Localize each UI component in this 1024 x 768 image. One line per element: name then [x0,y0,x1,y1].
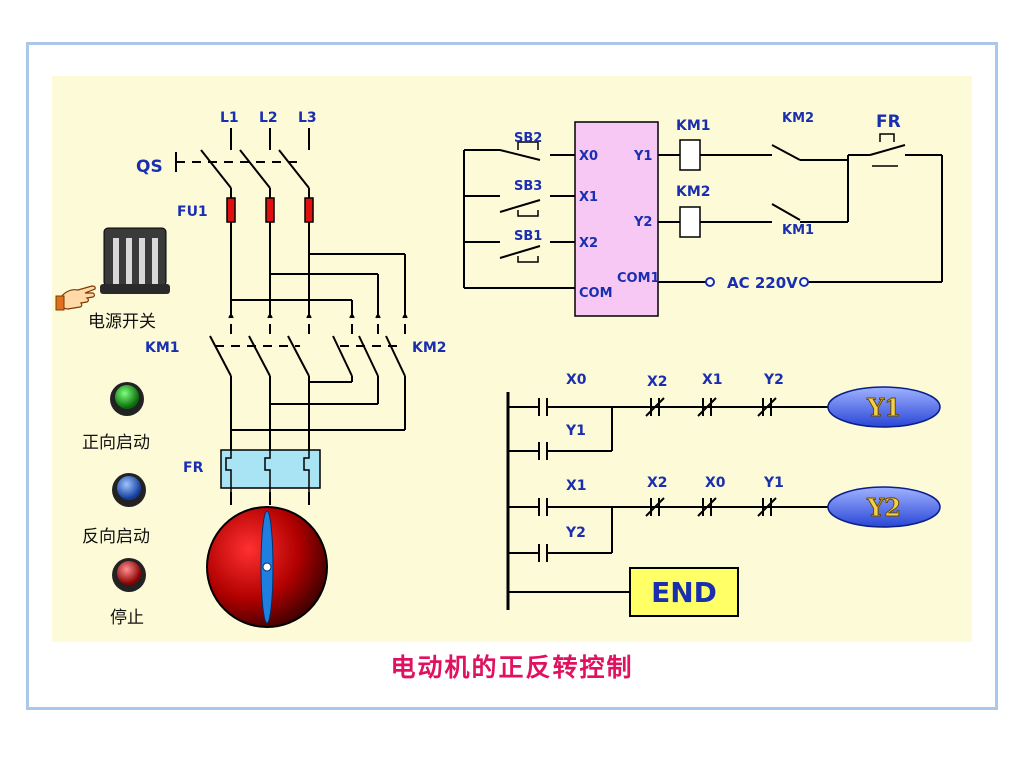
diagram-panel [52,76,972,642]
com-terminal: COM [579,286,613,301]
km1-coil-label: KM1 [676,118,711,134]
km2-interlock-label: KM2 [782,111,814,126]
sb2-label: SB2 [514,131,542,146]
rung1-y2-label: Y2 [763,372,784,388]
fuse-l3 [304,197,314,223]
line-label-l3: L3 [298,110,317,126]
rung2-y2-label: Y2 [565,525,586,541]
forward-start-label: 正向启动 [82,433,150,453]
km1-main-label: KM1 [145,340,180,356]
rung2-y1-label: Y1 [763,475,784,491]
plc-labels: SB2 SB3 SB1 X0 X1 X2 COM Y1 Y2 COM1 KM1 … [514,111,901,301]
line-label-l2: L2 [259,110,278,126]
fr-control-label: FR [876,112,901,132]
supply-label: AC 220V [727,274,798,292]
plc-box [574,121,659,317]
x1-terminal: X1 [579,190,598,205]
fuse-l2 [265,197,275,223]
reverse-start-label: 反向启动 [82,527,150,547]
x2-terminal: X2 [579,236,598,251]
sb1-label: SB1 [514,229,542,244]
motor [206,506,328,628]
rung2-x0-label: X0 [705,475,726,491]
y1-terminal: Y1 [633,149,652,164]
fu1-label: FU1 [177,204,208,220]
rung2-x2-label: X2 [647,475,668,491]
pointing-hand-icon [55,285,96,311]
forward-start-button[interactable] [110,382,144,416]
diagram-caption: 电动机的正反转控制 [390,653,634,682]
plc-wiring [463,121,943,317]
reverse-start-button[interactable] [112,473,146,507]
end-label: END [651,576,717,609]
rung1-x2-label: X2 [647,374,668,390]
stop-label: 停止 [110,608,144,628]
km2-coil-label: KM2 [676,184,711,200]
y2-terminal: Y2 [633,215,652,230]
line-label-l1: L1 [220,110,239,126]
km2-coil-box [679,206,701,238]
rung1-y1-label: Y1 [565,423,586,439]
ladder-labels: X0 Y1 X2 X1 Y2 X1 Y2 X2 X0 Y1 [565,372,784,541]
switch-caption: 电源开关 [88,312,156,332]
ladder-diagram [506,392,828,610]
com1-terminal: COM1 [617,271,660,286]
coil-y2: Y2 [827,486,941,528]
rung1-x0-label: X0 [566,372,587,388]
stop-button[interactable] [112,558,146,592]
km1-interlock-label: KM1 [782,223,814,238]
rung2-x1-label: X1 [566,478,587,494]
x0-terminal: X0 [579,149,598,164]
coil-y2-label: Y2 [866,493,901,522]
sb3-label: SB3 [514,179,542,194]
km1-coil-box [679,139,701,171]
rung1-x1-label: X1 [702,372,723,388]
end-block: END [629,567,739,617]
fuse-l1 [226,197,236,223]
coil-y1: Y1 [827,386,941,428]
power-switch-handle[interactable] [100,227,170,294]
km2-main-label: KM2 [412,340,447,356]
power-circuit: L1 L2 L3 QS FU1 KM1 [136,110,447,505]
coil-y1-label: Y1 [866,393,901,422]
fr-power-label: FR [183,460,204,476]
qs-label: QS [136,157,163,177]
